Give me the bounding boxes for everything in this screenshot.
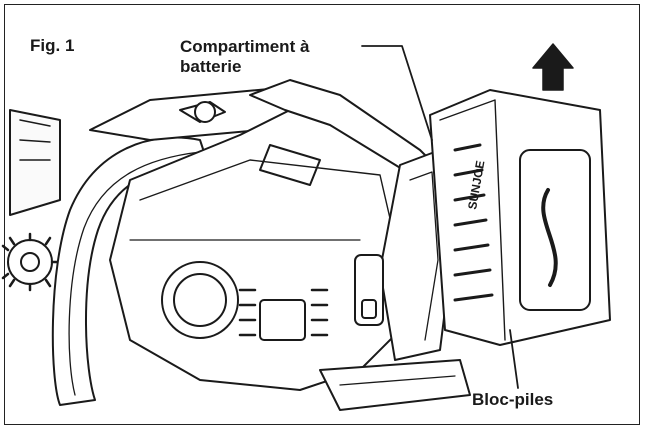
battery-pack-leader-line	[509, 329, 519, 389]
base-foot	[319, 359, 471, 411]
upward-arrow-icon	[532, 43, 574, 91]
chain-sprocket	[1, 232, 60, 292]
battery-compartment-callout: Compartiment à batterie	[180, 37, 309, 76]
compartment-leader-line	[361, 45, 433, 141]
saw-body	[109, 104, 421, 391]
battery-compartment	[354, 149, 451, 361]
front-handle	[51, 136, 211, 406]
chain-bar	[9, 109, 61, 216]
battery-compartment-callout-line1: Compartiment à	[180, 37, 310, 56]
figure-number: Fig. 1	[30, 36, 75, 55]
battery-pack: SUNJOE	[429, 89, 611, 346]
battery-compartment-callout-line2: batterie	[180, 56, 242, 76]
battery-pack-callout: Bloc-piles	[472, 390, 554, 409]
